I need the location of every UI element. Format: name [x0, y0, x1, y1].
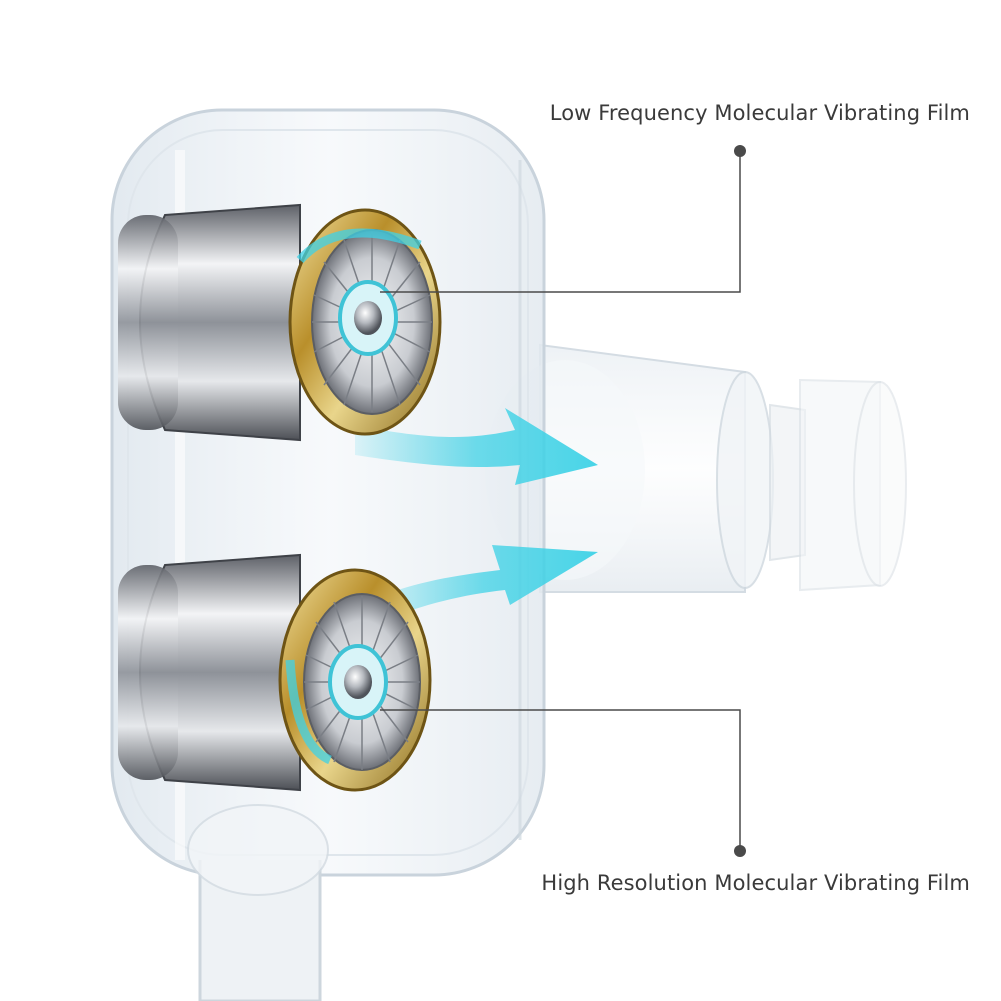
sound-flow-arrow-icon [355, 408, 598, 625]
earphone-nozzle [485, 343, 907, 593]
callout-leader-top [380, 145, 746, 293]
low-frequency-film-label: Low Frequency Molecular Vibrating Film [549, 101, 970, 125]
driver-bottom [118, 553, 432, 792]
driver-top [118, 203, 442, 442]
callout-leader-bottom [380, 709, 746, 857]
high-resolution-film-label: High Resolution Molecular Vibrating Film [541, 871, 970, 895]
